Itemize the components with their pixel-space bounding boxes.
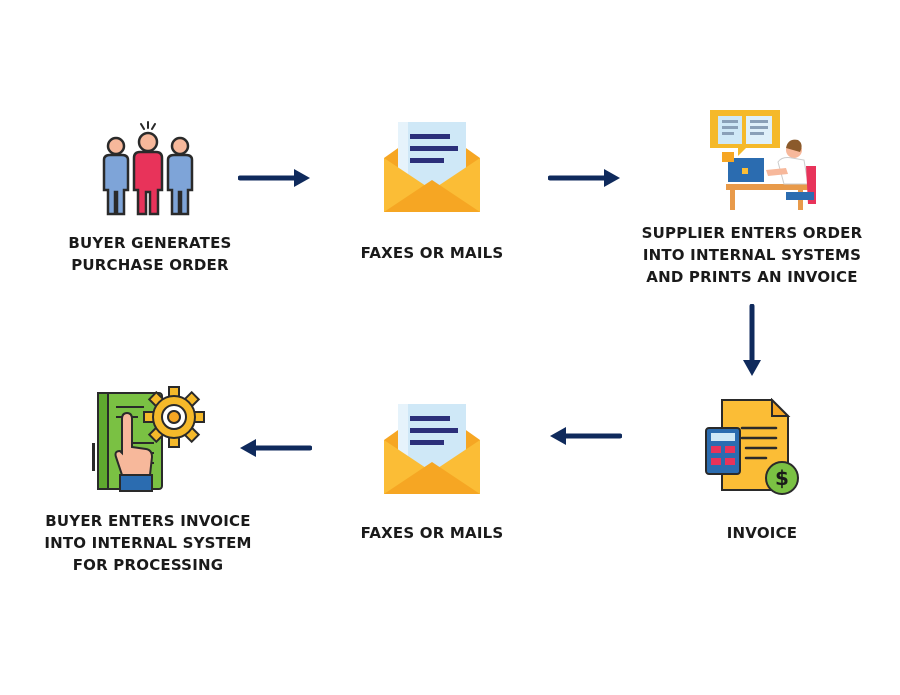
step-label-fax-1: FAXES OR MAILS [360,244,504,262]
step-label-buyer-invoice: BUYER ENTERS INVOICE INTO INTERNAL SYSTE… [44,512,252,574]
arrow-down-icon [743,304,761,376]
arrow-left-icon [550,427,622,445]
arrow-right-icon [238,169,310,187]
invoice-calculator-icon: $ [702,397,802,498]
svg-text:$: $ [775,466,789,490]
envelope-icon [382,120,482,214]
arrow-right-icon [548,169,620,187]
step-label-fax-2: FAXES OR MAILS [360,524,504,542]
step-label-invoice: INVOICE [726,524,798,542]
clipboard-gear-hand-icon [90,383,208,493]
step-label-buyer: BUYER GENERATES PURCHASE ORDER [68,234,232,274]
people-group-icon [98,120,198,216]
arrow-left-icon [240,439,312,457]
step-label-supplier: SUPPLIER ENTERS ORDER INTO INTERNAL SYST… [641,224,863,286]
envelope-icon [382,402,482,496]
worker-at-desk-icon [708,108,820,212]
